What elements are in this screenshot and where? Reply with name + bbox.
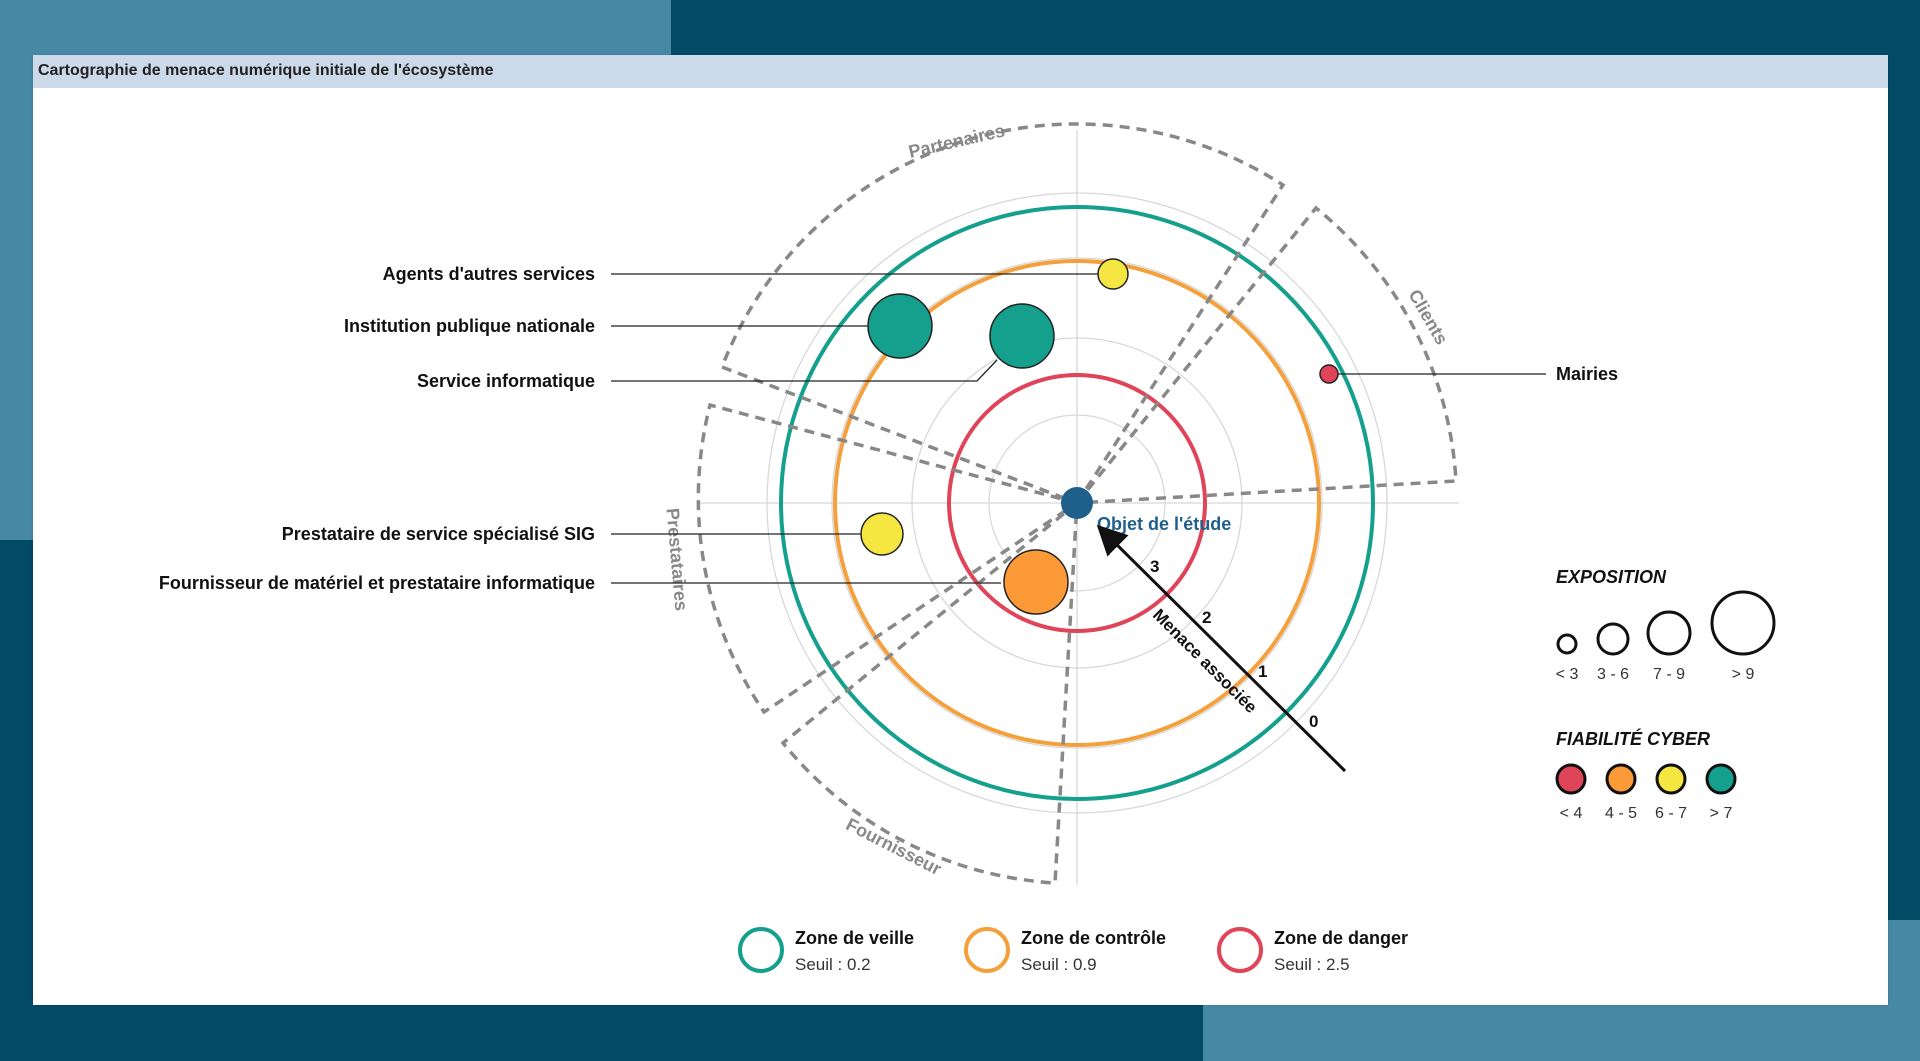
fiabilite-color-swatch <box>1555 763 1587 795</box>
center-label: Objet de l'étude <box>1097 514 1231 534</box>
sector-outline-clients <box>1073 205 1458 505</box>
exposition-size-circle <box>1646 610 1692 656</box>
panel-title: Cartographie de menace numérique initial… <box>38 62 494 79</box>
node-label: Prestataire de service spécialisé SIG <box>282 524 595 544</box>
node-label: Service informatique <box>417 371 595 391</box>
center-node <box>1061 487 1093 519</box>
node-circle <box>1003 549 1069 615</box>
node-circle <box>860 512 904 556</box>
zone-legend-swatch <box>1217 927 1263 973</box>
legend-label: 7 - 9 <box>1653 666 1685 683</box>
legend-label: < 3 <box>1556 666 1579 683</box>
sector-label: Prestataires <box>663 507 692 611</box>
exposition-size-circle <box>1556 633 1578 655</box>
zone-legend-swatch <box>738 927 784 973</box>
legend-label: 3 - 6 <box>1597 666 1629 683</box>
legend-label: > 7 <box>1710 805 1733 822</box>
threat-tick: 2 <box>1202 608 1211 627</box>
exposition-size-circle <box>1710 590 1776 656</box>
zone-legend: Zone de veille Zone de contrôle Zone de … <box>738 927 1408 974</box>
legend-label: < 4 <box>1560 805 1583 822</box>
zone-legend-threshold: Seuil : 2.5 <box>1274 955 1350 974</box>
zone-veille-ring <box>779 205 1375 801</box>
node-circle <box>1319 364 1339 384</box>
zone-danger-ring <box>947 373 1207 633</box>
fiabilite-color-swatch <box>1605 763 1637 795</box>
zone-legend-name: Zone de contrôle <box>1021 928 1166 948</box>
sector-outline-fournisseur <box>780 499 1079 885</box>
node-label: Fournisseur de matériel et prestataire i… <box>159 573 595 593</box>
threat-arrow <box>1096 524 1347 773</box>
node-circle <box>867 293 933 359</box>
threat-map-diagram: Partenaires Clients Prestataires Fournis… <box>159 120 1776 974</box>
leader-line <box>611 359 998 382</box>
legend-label: 6 - 7 <box>1655 805 1687 822</box>
legend-label: > 9 <box>1732 666 1755 683</box>
node-label: Mairies <box>1556 364 1618 384</box>
zone-legend-swatch <box>964 927 1010 973</box>
fiabilite-color-swatch <box>1705 763 1737 795</box>
node-circle <box>989 303 1055 369</box>
threat-tick: 3 <box>1150 557 1159 576</box>
legend-title: FIABILITÉ CYBER <box>1556 728 1710 749</box>
legend-title: EXPOSITION <box>1556 567 1667 587</box>
sector-label: Partenaires <box>907 120 1007 162</box>
threat-tick: 0 <box>1309 712 1318 731</box>
zone-legend-threshold: Seuil : 0.9 <box>1021 955 1097 974</box>
zone-controle-ring <box>833 259 1321 747</box>
exposition-legend: EXPOSITION < 3 3 - 6 7 - 9 > 9 <box>1556 567 1776 683</box>
zone-legend-name: Zone de veille <box>795 928 914 948</box>
node-label: Agents d'autres services <box>383 264 595 284</box>
node-circle <box>1097 258 1129 290</box>
zone-legend-name: Zone de danger <box>1274 928 1408 948</box>
sector-outline-prestataires <box>696 402 1082 715</box>
zone-legend-threshold: Seuil : 0.2 <box>795 955 871 974</box>
threat-tick: 1 <box>1258 662 1267 681</box>
sector-label: Fournisseur <box>843 814 945 879</box>
sector-label: Clients <box>1405 286 1452 348</box>
legend-label: 4 - 5 <box>1605 805 1637 822</box>
fiabilite-color-swatch <box>1655 763 1687 795</box>
exposition-size-circle <box>1596 622 1630 656</box>
panel-header: Cartographie de menace numérique initial… <box>33 55 1888 88</box>
diagram-panel: Cartographie de menace numérique initial… <box>33 55 1888 1005</box>
sector-outline-partenaires <box>719 122 1286 506</box>
fiabilite-legend: FIABILITÉ CYBER < 4 4 - 5 6 - 7 > 7 <box>1555 728 1737 822</box>
node-label: Institution publique nationale <box>344 316 595 336</box>
